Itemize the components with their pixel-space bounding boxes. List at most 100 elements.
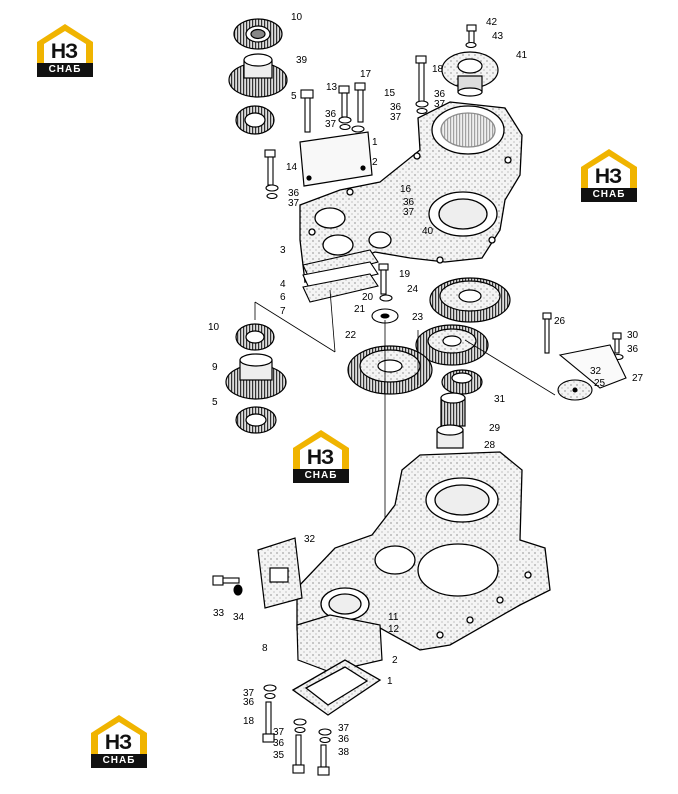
callout: 36 [243,697,255,708]
bolts-lower [262,684,332,776]
bearing-5-lower [235,406,277,434]
callout: 15 [384,88,396,99]
gear-23 [415,324,489,366]
cover-8 [296,614,383,673]
gasket-stack [302,249,379,303]
callout: 36 [390,102,402,113]
callout: 17 [360,69,372,80]
callout: 30 [627,330,639,341]
callout: 31 [494,394,506,405]
callout: 18 [243,716,255,727]
logo-word: СНАБ [581,188,637,202]
callout: 38 [338,747,350,758]
callout: 37 [403,207,415,218]
callout-labels: 10 39 5 13 17 15 36 37 36 37 42 43 41 18… [208,12,644,761]
callout: 36 [403,197,415,208]
callout: 37 [288,198,300,209]
callout: 36 [627,344,639,355]
callout: 10 [208,322,220,333]
bolt-33 [212,575,243,596]
logo-letters: НЗ [594,165,622,188]
gear-22 [347,345,433,395]
logo-letters: НЗ [306,446,334,469]
logo-word: СНАБ [37,63,93,77]
callout: 37 [338,723,350,734]
callout: 19 [399,269,411,280]
callout: 8 [262,643,268,654]
callout: 16 [400,184,412,195]
bolt-19 [371,263,399,324]
callout: 5 [291,91,297,102]
callout: 34 [233,612,245,623]
bolts-upper [264,24,477,200]
callout: 24 [407,284,419,295]
callout: 6 [280,292,286,303]
callout: 36 [288,188,300,199]
callout: 12 [388,624,400,635]
callout: 29 [489,423,501,434]
callout: 5 [212,397,218,408]
callout: 36 [273,738,285,749]
callout: 23 [412,312,424,323]
gear-9 [225,353,287,400]
callout: 27 [632,373,644,384]
callout: 28 [484,440,496,451]
callout: 26 [554,316,566,327]
callout: 40 [422,226,434,237]
bottom-frame [291,659,382,716]
watermark-logo: НЗ СНАБ [86,713,152,771]
callout: 32 [304,534,316,545]
callout: 20 [362,292,374,303]
logo-letters: НЗ [50,40,78,63]
callout: 39 [296,55,308,66]
callout: 37 [273,727,285,738]
callout: 2 [392,655,398,666]
callout: 14 [286,162,298,173]
upper-housing [299,101,523,283]
watermark-logo: НЗ СНАБ [32,22,98,80]
plate-32 [257,537,303,609]
callout: 37 [434,99,446,110]
callout: 1 [387,676,393,687]
callout: 2 [372,157,378,168]
callout: 41 [516,50,528,61]
callout: 25 [594,378,606,389]
cover-plate-1 [299,131,373,187]
watermark-logo: НЗ СНАБ [288,428,354,486]
gear-24 [429,277,511,323]
watermark-logo: НЗ СНАБ [576,147,642,205]
gear-39 [228,53,288,98]
callout: 32 [590,366,602,377]
callout: 18 [432,64,444,75]
callout: 36 [338,734,350,745]
callout: 4 [280,279,286,290]
callout: 42 [486,17,498,28]
callout: 7 [280,306,286,317]
callout: 13 [326,82,338,93]
callout: 36 [325,109,337,120]
callout: 11 [388,612,399,623]
bearing-10-lower [235,323,275,351]
callout: 21 [354,304,366,315]
callout: 36 [434,89,446,100]
callout: 37 [390,112,402,123]
logo-letters: НЗ [104,731,132,754]
callout: 33 [213,608,225,619]
callout: 37 [325,119,337,130]
callout: 43 [492,31,504,42]
logo-word: СНАБ [91,754,147,768]
flange-41 [441,51,499,97]
callout: 3 [280,245,286,256]
shaft-29-28 [436,392,466,449]
gear-31 [441,369,483,395]
callout: 35 [273,750,285,761]
callout: 9 [212,362,218,373]
callout: 22 [345,330,357,341]
bracket-assembly [542,312,627,401]
bearing-5-top [235,105,275,135]
callout: 37 [243,688,255,699]
logo-word: СНАБ [293,469,349,483]
callout: 1 [372,137,378,148]
callout: 10 [291,12,303,23]
